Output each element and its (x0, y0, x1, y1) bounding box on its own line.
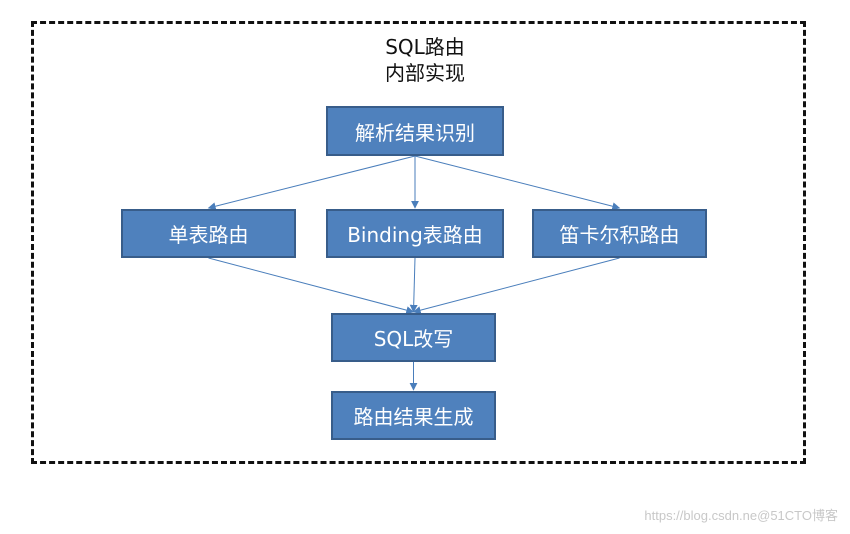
node-parse-result-recognition: 解析结果识别 (326, 106, 504, 156)
node-routing-result-generation: 路由结果生成 (331, 391, 496, 440)
diagram-title-line2: 内部实现 (385, 61, 465, 85)
diagram-frame (31, 21, 806, 464)
node-cartesian-routing: 笛卡尔积路由 (532, 209, 707, 258)
diagram-title-line1: SQL路由 (385, 35, 465, 59)
node-single-table-routing: 单表路由 (121, 209, 296, 258)
node-sql-rewrite: SQL改写 (331, 313, 496, 362)
watermark-text: https://blog.csdn.ne@51CTO博客 (644, 508, 838, 523)
node-binding-table-routing: Binding表路由 (326, 209, 504, 258)
